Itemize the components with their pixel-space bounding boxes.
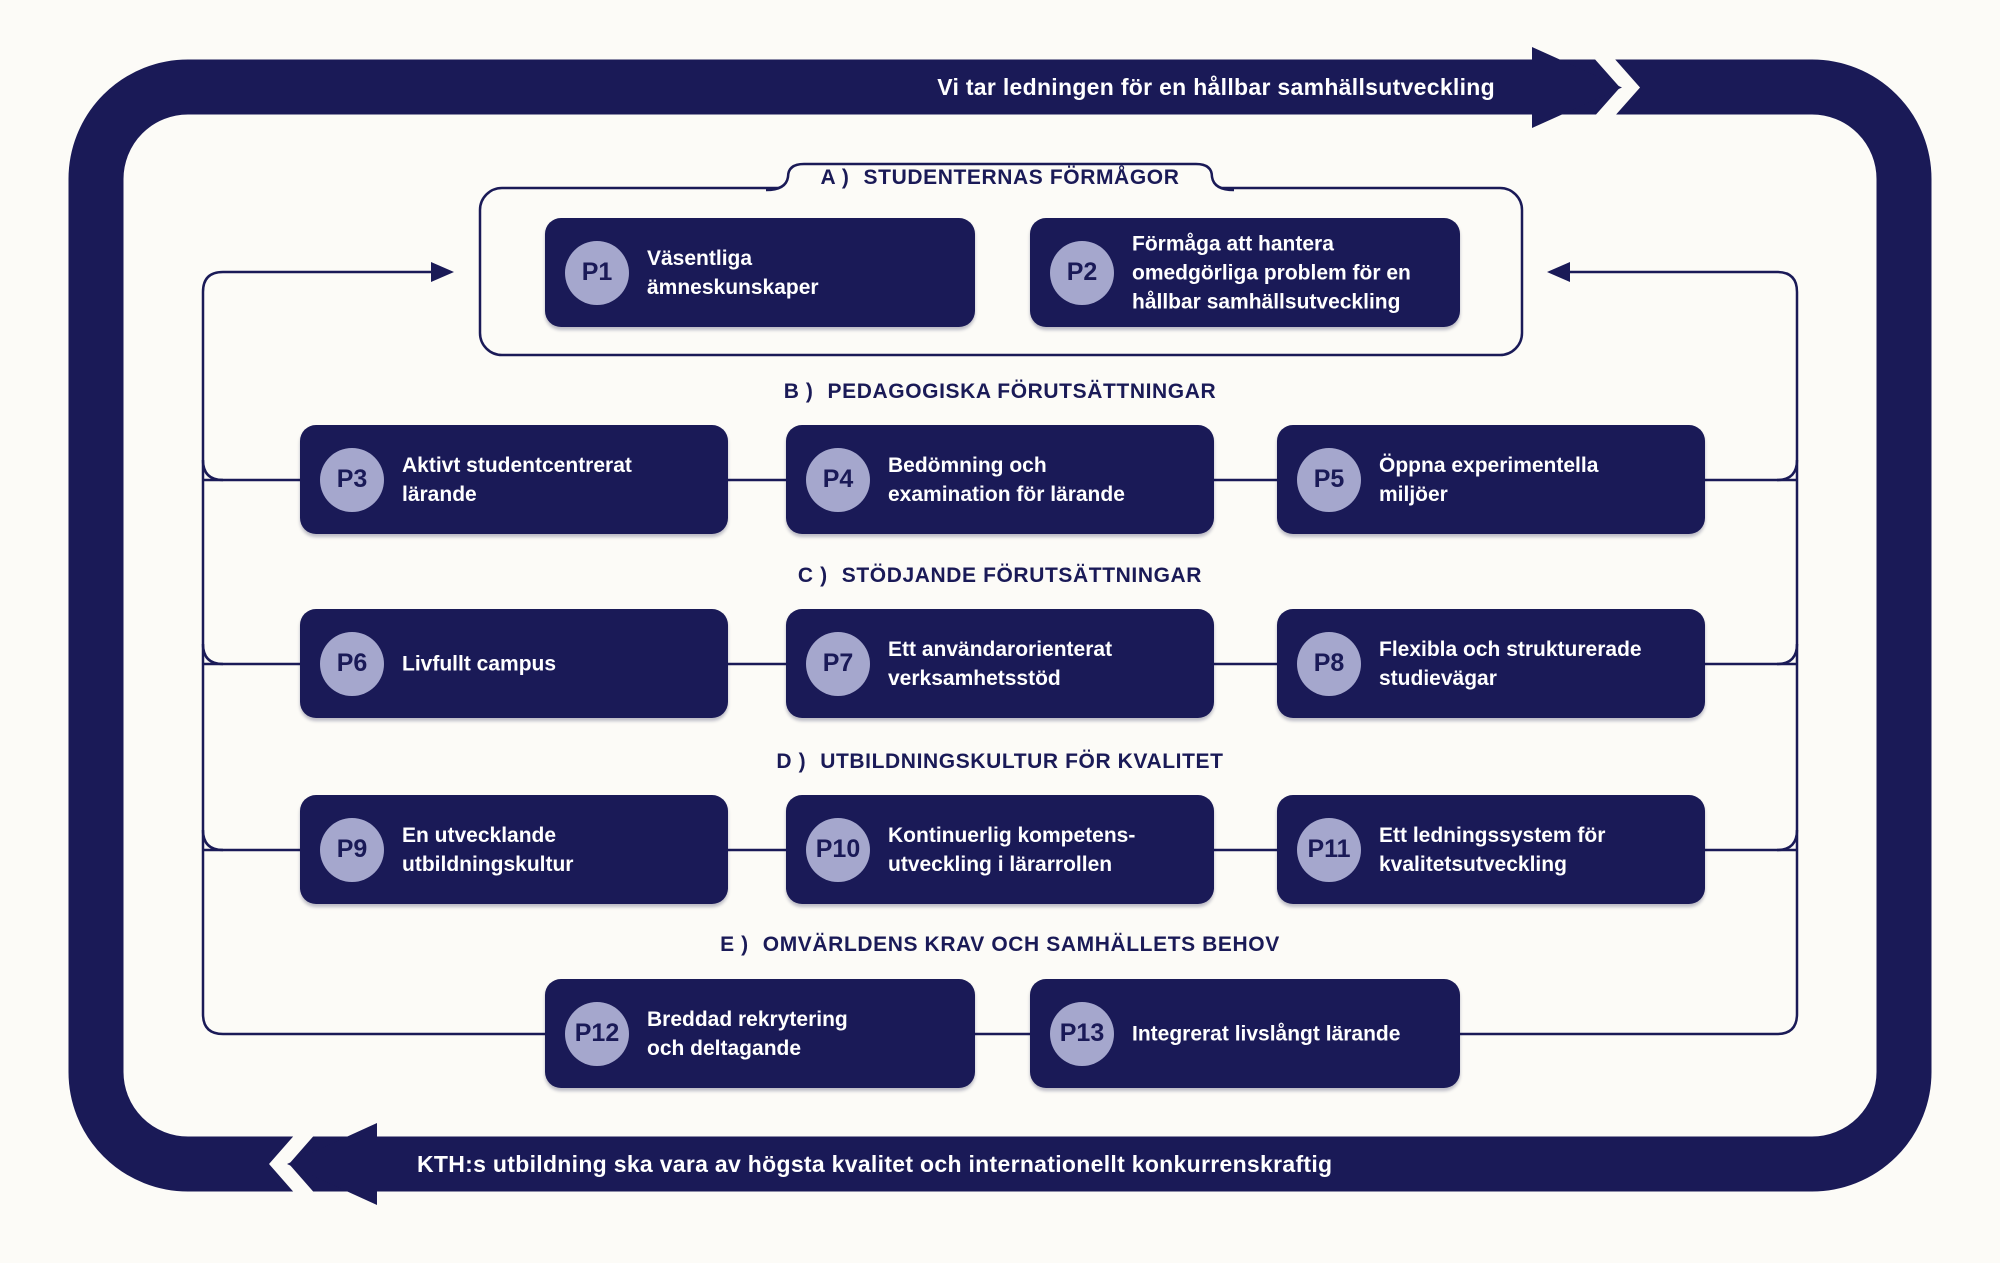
p3-box: P3 Aktivt studentcentrerat lärande [300,425,728,534]
p11-label: Ett ledningssystem för kvalitetsutveckli… [1379,823,1606,876]
p7-box: P7 Ett användarorienterat verksamhetsstö… [786,609,1214,718]
p11-box: P11 Ett ledningssystem för kvalitetsutve… [1277,795,1705,904]
bottom-band-arrowhead-left-icon [287,1123,377,1205]
section-header-b: B ) PEDAGOGISKA FÖRUTSÄTTNINGAR [0,380,2000,404]
p13-label: Integrerat livslångt lärande [1132,1022,1401,1045]
top-band-arrowhead-right-icon [1532,47,1622,128]
connector-lines [201,270,1799,1036]
p12-badge: P12 [565,1001,629,1066]
p11-badge: P11 [1297,817,1361,882]
p1-label: Väsentliga ämneskunskaper [647,246,819,299]
section-title: OMVÄRLDENS KRAV OCH SAMHÄLLETS BEHOV [762,933,1280,956]
p2-box: P2 Förmåga att hantera omedgörliga probl… [1030,218,1460,327]
section-header-a: A ) STUDENTERNAS FÖRMÅGOR [0,166,2000,190]
p4-box: P4 Bedömning och examination för lärande [786,425,1214,534]
top-band-gap [1581,34,1641,141]
section-title: STÖDJANDE FÖRUTSÄTTNINGAR [841,564,1203,587]
p10-label: Kontinuerlig kompetens- utveckling i lär… [888,823,1136,876]
bottom-band-gap [269,1110,328,1218]
section-header-e: E ) OMVÄRLDENS KRAV OCH SAMHÄLLETS BEHOV [0,933,2000,957]
section-label: D ) [776,750,807,773]
p4-badge: P4 [806,447,870,512]
p10-badge: P10 [806,817,870,882]
section-label: B ) [783,380,814,403]
p13-box: P13 Integrerat livslångt lärande [1030,979,1460,1088]
top-banner-text: Vi tar ledningen för en hållbar samhälls… [937,74,1495,100]
p9-box: P9 En utvecklande utbildningskultur [300,795,728,904]
section-header-d: D ) UTBILDNINGSKULTUR FÖR KVALITET [0,750,2000,774]
section-label: E ) [720,933,749,956]
left-arrowhead-icon [431,262,454,282]
p8-box: P8 Flexibla och strukturerade studieväga… [1277,609,1705,718]
cycle-band-ring [68,59,1932,1192]
section-title: PEDAGOGISKA FÖRUTSÄTTNINGAR [827,380,1217,403]
p1-badge: P1 [565,240,629,305]
section-label: C ) [797,564,828,587]
bottom-banner-text: KTH:s utbildning ska vara av högsta kval… [417,1151,1333,1177]
section-title: UTBILDNINGSKULTUR FÖR KVALITET [820,750,1224,773]
p6-label: Livfullt campus [402,652,557,675]
section-title: STUDENTERNAS FÖRMÅGOR [863,166,1180,189]
p12-label: Breddad rekrytering och deltagande [647,1007,848,1060]
p7-label: Ett användarorienterat verksamhetsstöd [888,637,1113,690]
p1-box: P1 Väsentliga ämneskunskaper [545,218,975,327]
p5-box: P5 Öppna experimentella miljöer [1277,425,1705,534]
p3-label: Aktivt studentcentrerat lärande [402,453,632,506]
p2-label: Förmåga att hantera omedgörliga problem … [1132,232,1411,313]
p6-box: P6 Livfullt campus [300,609,728,718]
p4-label: Bedömning och examination för lärande [888,453,1125,506]
p9-label: En utvecklande utbildningskultur [402,823,574,876]
p5-badge: P5 [1297,447,1361,512]
section-header-c: C ) STÖDJANDE FÖRUTSÄTTNINGAR [0,564,2000,588]
p13-badge: P13 [1050,1001,1114,1066]
p8-label: Flexibla och strukturerade studievägar [1379,637,1642,690]
right-arrowhead-icon [1547,262,1570,282]
p9-badge: P9 [320,817,384,882]
p5-label: Öppna experimentella miljöer [1379,453,1599,506]
section-label: A ) [820,166,850,189]
p3-badge: P3 [320,447,384,512]
section-a-tab [765,162,1235,192]
p6-badge: P6 [320,631,384,696]
p2-badge: P2 [1050,240,1114,305]
p8-badge: P8 [1297,631,1361,696]
p12-box: P12 Breddad rekrytering och deltagande [545,979,975,1088]
p10-box: P10 Kontinuerlig kompetens- utveckling i… [786,795,1214,904]
p7-badge: P7 [806,631,870,696]
